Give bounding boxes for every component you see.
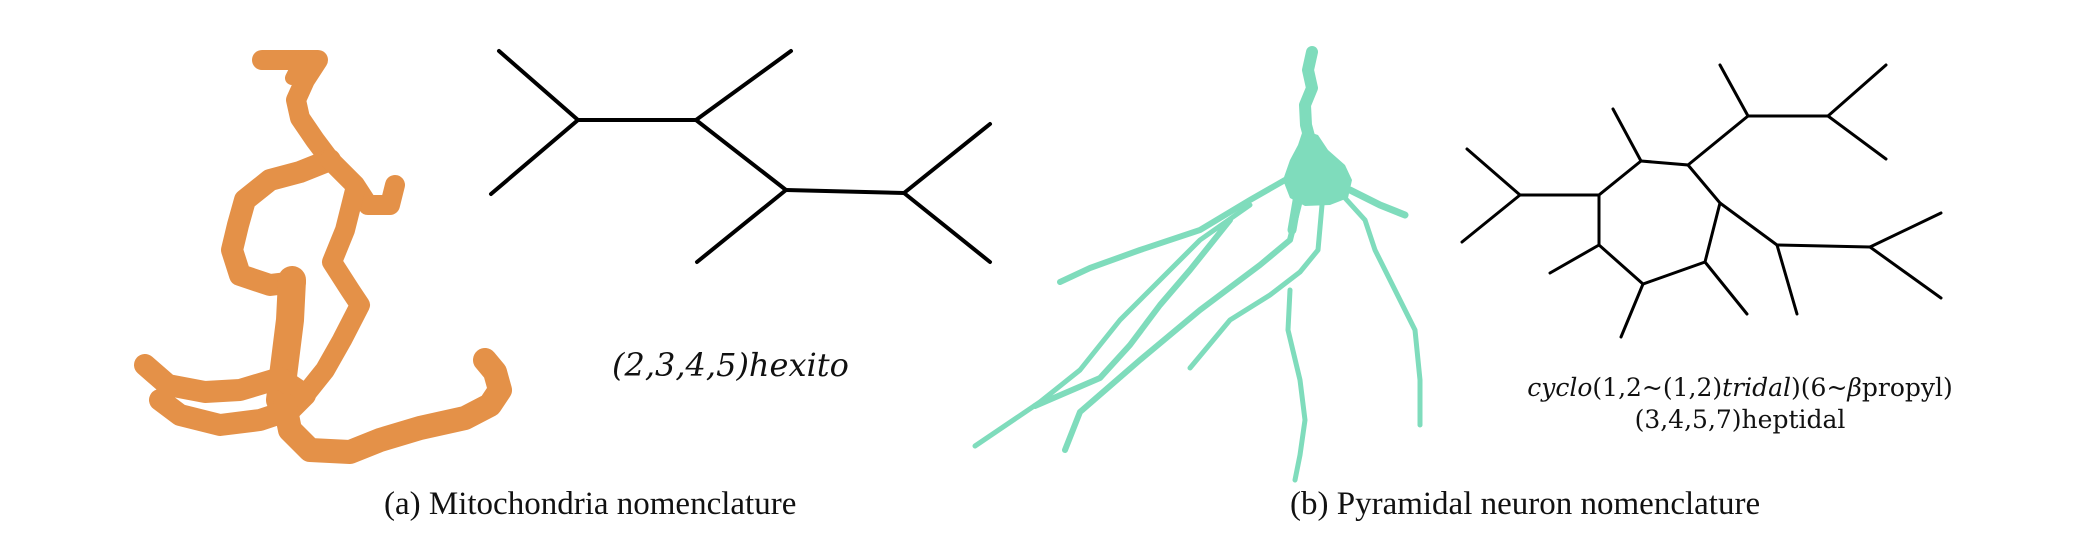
formula-beta: β xyxy=(1847,373,1862,402)
heptidal-formula-line2: (3,4,5,7)heptidal xyxy=(1634,405,1846,434)
mitochondria-shape xyxy=(134,50,512,464)
heptidal-formula: cyclo(1,2~(1,2)tridal)(6~βpropyl) (3,4,5… xyxy=(1470,372,2010,436)
caption-pyramidal-neuron: (b) Pyramidal neuron nomenclature xyxy=(1290,486,1761,522)
formula-cyclo: cyclo xyxy=(1527,373,1593,402)
neuron-soma xyxy=(1283,130,1352,206)
caption-mitochondria: (a) Mitochondria nomenclature xyxy=(384,486,797,522)
formula-tridal: tridal xyxy=(1722,373,1792,402)
formula-locants: (1,2~(1,2) xyxy=(1592,373,1723,402)
hexito-tree-diagram xyxy=(489,49,992,264)
heptidal-formula-line1: cyclo(1,2~(1,2)tridal)(6~βpropyl) xyxy=(1470,372,2010,404)
formula-sep: )(6~ xyxy=(1791,373,1848,402)
heptidal-tree-diagram xyxy=(1460,63,1943,339)
pyramidal-neuron-shape xyxy=(972,46,1423,483)
formula-propyl: propyl) xyxy=(1861,373,1953,402)
hexito-formula: (2,3,4,5)hexito xyxy=(612,346,849,384)
